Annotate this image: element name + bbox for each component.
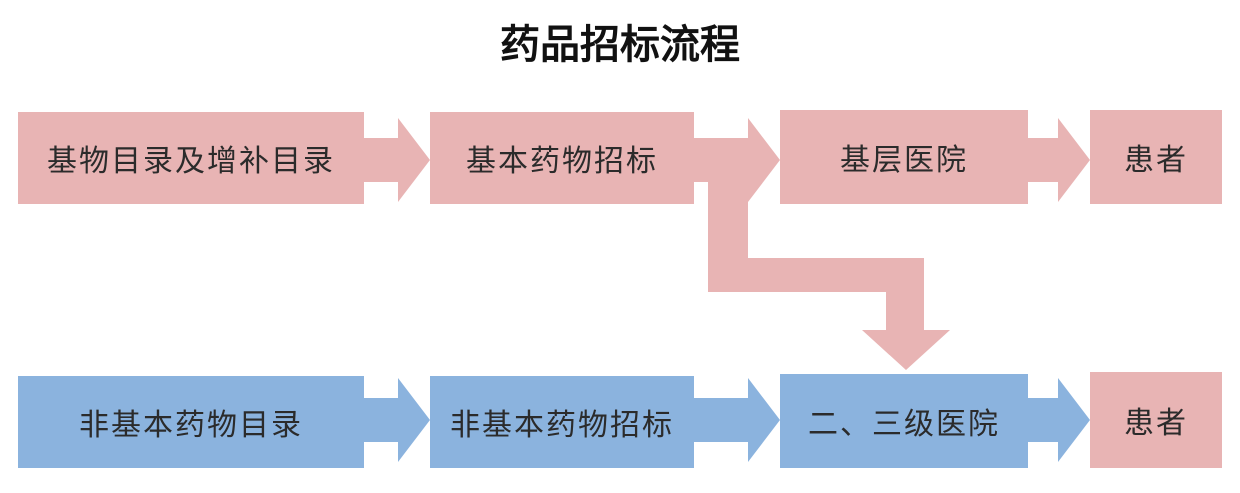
arrow-top-3 [1028, 118, 1090, 202]
diagram-title: 药品招标流程 [500, 22, 740, 68]
arrow-bottom-3 [1028, 378, 1090, 462]
arrow-bottom-1 [364, 378, 430, 462]
box-basic-catalog: 基物目录及增补目录 [18, 112, 364, 204]
arrow-top-2 [694, 118, 780, 202]
box-nonbasic-bidding: 非基本药物招标 [430, 376, 694, 468]
box-secondary-tertiary-hospital: 二、三级医院 [780, 374, 1028, 468]
box-nonbasic-catalog: 非基本药物目录 [18, 376, 364, 468]
box-basic-bidding: 基本药物招标 [430, 112, 694, 204]
arrow-bottom-2 [694, 378, 780, 462]
arrow-branch [708, 182, 950, 370]
box-patient-bottom: 患者 [1090, 372, 1222, 468]
box-patient-top: 患者 [1090, 110, 1222, 204]
arrow-top-1 [364, 118, 430, 202]
box-primary-hospital: 基层医院 [780, 110, 1028, 204]
